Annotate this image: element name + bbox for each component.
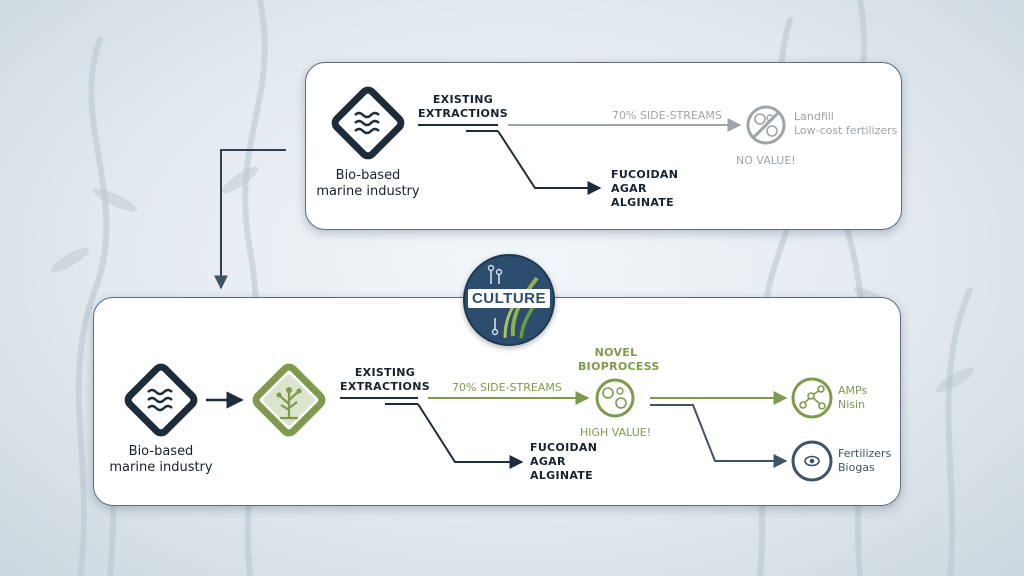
top-extractions-label: EXISTING EXTRACTIONS [418, 93, 508, 120]
bioprocess-label: NOVEL BIOPROCESS [578, 346, 660, 373]
cells-icon [595, 378, 635, 418]
waves-icon [331, 86, 405, 160]
top-flow-panel [305, 62, 902, 230]
bottom-extractions-label: EXISTING EXTRACTIONS [340, 366, 430, 393]
bottom-source-label: Bio-based marine industry [109, 444, 213, 476]
bottom-products-label: FUCOIDAN AGAR ALGINATE [530, 441, 598, 482]
other-outputs-label: Fertilizers Biogas [838, 447, 892, 474]
top-products-label: FUCOIDAN AGAR ALGINATE [611, 168, 679, 209]
high-value-label: HIGH VALUE! [580, 426, 652, 439]
seaweed-icon [252, 363, 326, 437]
bottom-side-streams-label: 70% SIDE-STREAMS [452, 381, 562, 394]
panel-connector-arrow [214, 149, 286, 290]
high-value-outputs-label: AMPs Nisin [838, 384, 868, 411]
bottom-extraction-arrow [417, 403, 524, 469]
biogas-cell-icon [791, 440, 833, 482]
top-no-value-label: NO VALUE! [736, 154, 796, 167]
top-side-streams-label: 70% SIDE-STREAMS [612, 109, 722, 122]
biogas-arrow [650, 404, 788, 468]
no-cells-icon [746, 105, 786, 145]
logo-text: CULTURE [467, 289, 551, 308]
waves-icon [124, 363, 198, 437]
molecule-icon [791, 377, 833, 419]
iculture-logo: CULTURE [463, 254, 555, 346]
top-extraction-arrow [497, 130, 602, 195]
top-source-label: Bio-based marine industry [316, 168, 420, 200]
top-outputs-label: Landfill Low-cost fertilizers [794, 110, 898, 137]
